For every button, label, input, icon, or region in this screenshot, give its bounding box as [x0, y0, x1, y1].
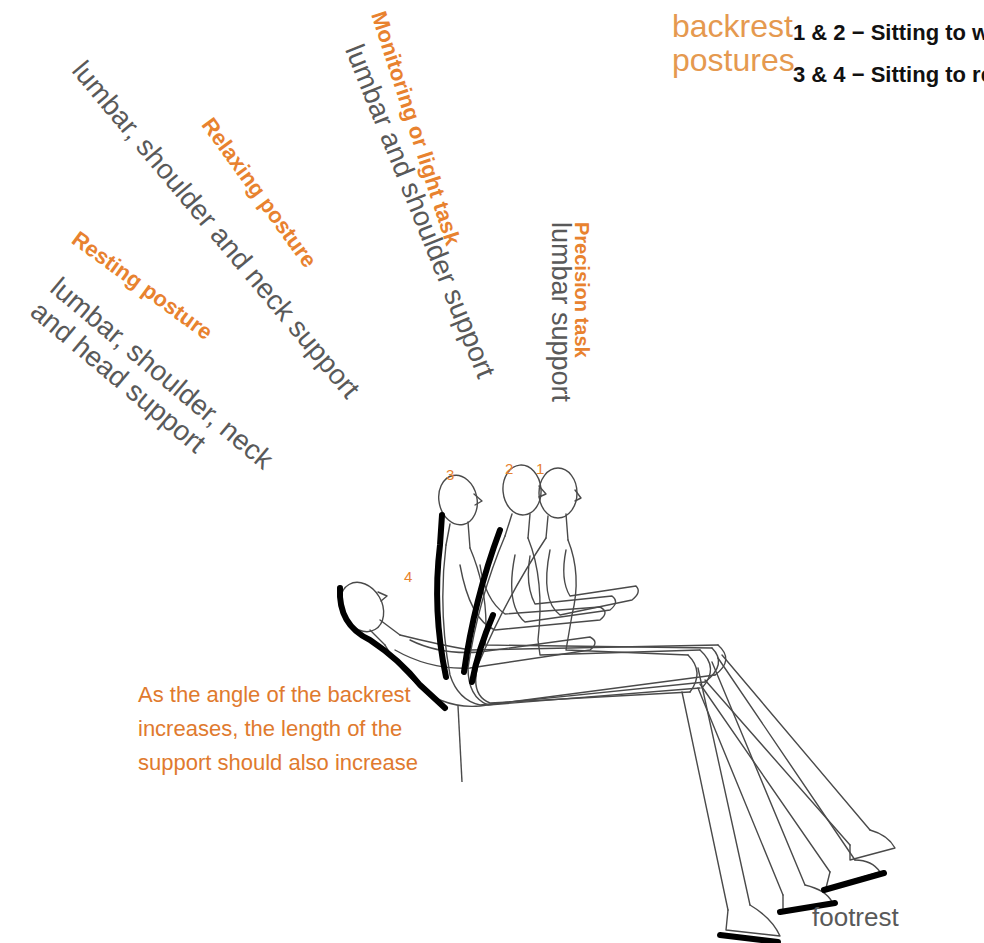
precision-figure: [476, 468, 780, 936]
foot-outline: [850, 830, 895, 860]
neck-outline: [446, 522, 470, 548]
support-label: lumbar support: [545, 222, 576, 402]
design-note: As the angle of the backrest increases, …: [138, 678, 473, 780]
monitoring-figure: [468, 463, 832, 912]
arm-outline: [547, 550, 639, 615]
foot-outline: [726, 905, 780, 936]
footrest-label: footrest: [812, 903, 899, 933]
front-outline: [566, 540, 688, 655]
shin-outline: [698, 662, 805, 895]
knee-outline: [688, 655, 697, 692]
footrest-bar: [824, 873, 884, 890]
back-outline: [443, 545, 705, 705]
backrest-support: [437, 515, 446, 677]
head-outline: [539, 468, 577, 518]
section-note: 1 & 2 − Sitting to work: [793, 20, 984, 45]
front-outline: [470, 548, 712, 648]
support-label: lumbar and shoulder support: [338, 40, 501, 383]
front-outline: [528, 538, 700, 655]
callout-number: 4: [404, 568, 412, 585]
neck-outline: [505, 514, 530, 538]
callout-number: 2: [505, 460, 513, 477]
nose-outline: [474, 494, 482, 505]
callout-number: 3: [446, 466, 454, 483]
nose-outline: [575, 490, 581, 501]
neck-outline: [546, 514, 568, 540]
backrest-support: [472, 615, 493, 682]
relaxing-figure: [434, 472, 880, 888]
nose-outline: [378, 592, 387, 601]
seat-support-line: [458, 706, 462, 782]
resting-figure: [332, 574, 895, 860]
footrest-bar: [720, 935, 778, 942]
section-note: 3 & 4 − Sitting to relax: [793, 62, 984, 87]
arm-outline: [395, 637, 595, 668]
shin-outline: [705, 655, 870, 845]
knee-outline: [705, 648, 719, 682]
callout-number: 1: [536, 460, 544, 477]
back-outline: [468, 536, 700, 705]
shin-outline: [682, 668, 750, 910]
back-outline: [476, 538, 690, 703]
